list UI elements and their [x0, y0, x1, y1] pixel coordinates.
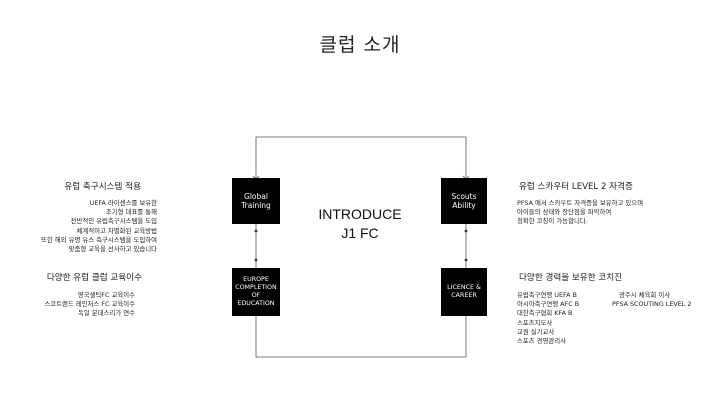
box-label: OF — [251, 292, 261, 299]
connector-left-dot-top — [254, 229, 258, 233]
description-line: 또한 해외 유명 유스 축구시스템을 도입하여 — [41, 235, 157, 244]
center-title-line1: INTRODUCE — [318, 206, 402, 222]
list-item: 대한축구협회 KFA B — [517, 309, 573, 318]
page-title: 클럽 소개 — [319, 34, 401, 56]
coaching-staff-heading: 다양한 경력을 보유한 코치진 — [519, 273, 623, 283]
list-item: 영국셀틱FC 교육이수 — [77, 291, 135, 299]
list-item: 스포츠 경영관리사 — [517, 337, 567, 346]
connector-right-dot-top — [464, 229, 468, 233]
list-item: 스코트랜드 레인저스 FC 교육이수 — [44, 300, 135, 309]
box-label: CAREER — [451, 292, 477, 299]
box-label: Ability — [452, 201, 476, 210]
list-item: 광주시 체육회 이사 — [619, 291, 671, 299]
description-line: 정확한 코칭이 가능합니다. — [517, 217, 588, 226]
description-line: 아이들의 상태와 장단점을 파악하여 — [517, 208, 612, 217]
box-label: Global — [244, 191, 268, 201]
connector-right-dot-bottom — [464, 258, 468, 262]
box-label: EDUCATION — [237, 299, 275, 307]
box-label: LICENCE & — [447, 284, 481, 292]
europe-education-box: EUROPE COMPLETION OF EDUCATION — [232, 268, 280, 316]
coaching-extra-list: 광주시 체육회 이사 PFSA SCOUTING LEVEL 2 — [612, 291, 691, 309]
description-line: 체계적이고 차별화된 교육방법 — [76, 226, 158, 235]
box-label: EUROPE — [243, 276, 269, 284]
description-line: 전반적인 유럽축구시스템을 도입 — [70, 217, 157, 226]
description-line: 조기형 대표를 통해 — [105, 208, 157, 217]
coaching-credentials-list: 유럽축구연맹 UEFA B 아시아축구연맹 AFC B 대한축구협회 KFA B… — [517, 291, 579, 346]
box-label: Training — [241, 201, 271, 210]
scouter-license-heading: 유럽 스카우터 LEVEL 2 자격증 — [519, 182, 633, 192]
center-title: INTRODUCE J1 FC — [300, 205, 420, 243]
europe-system-heading: 유럽 축구시스템 적용 — [64, 182, 141, 192]
scouter-license-description: PFSA 에서 스카우트 자격증을 보유하고 있으며 아이들의 상태와 장단점을… — [517, 199, 643, 227]
list-item: 유럽축구연맹 UEFA B — [517, 291, 577, 299]
connector-bottom — [255, 316, 467, 358]
connector-top — [255, 136, 467, 178]
center-title-line2: J1 FC — [341, 224, 379, 241]
scouts-ability-box: Scouts Ability — [441, 178, 487, 224]
description-line: 맞춤형 교육을 선사하고 있습니다 — [68, 245, 157, 254]
club-education-list: 영국셀틱FC 교육이수 스코트랜드 레인저스 FC 교육이수 독일 분데스리가 … — [44, 291, 135, 319]
connector-left-dot-bottom — [254, 258, 258, 262]
list-item: 교원 실기교사 — [517, 327, 555, 336]
box-label: COMPLETION — [235, 284, 277, 292]
list-item: 스포츠지도사 — [517, 318, 553, 327]
description-line: UEFA 라이센스를 보유한 — [89, 199, 157, 207]
global-training-box: Global Training — [232, 178, 280, 224]
europe-system-description: UEFA 라이센스를 보유한 조기형 대표를 통해 전반적인 유럽축구시스템을 … — [41, 199, 157, 254]
list-item: 아시아축구연맹 AFC B — [517, 300, 580, 309]
list-item: PFSA SCOUTING LEVEL 2 — [612, 300, 692, 309]
club-education-heading: 다양한 유럽 클럽 교육이수 — [46, 273, 142, 283]
box-label: Scouts — [451, 191, 477, 201]
list-item: 독일 분데스리가 연수 — [78, 309, 135, 318]
licence-career-box: LICENCE & CAREER — [441, 268, 487, 316]
description-line: PFSA 에서 스카우트 자격증을 보유하고 있으며 — [517, 199, 644, 207]
